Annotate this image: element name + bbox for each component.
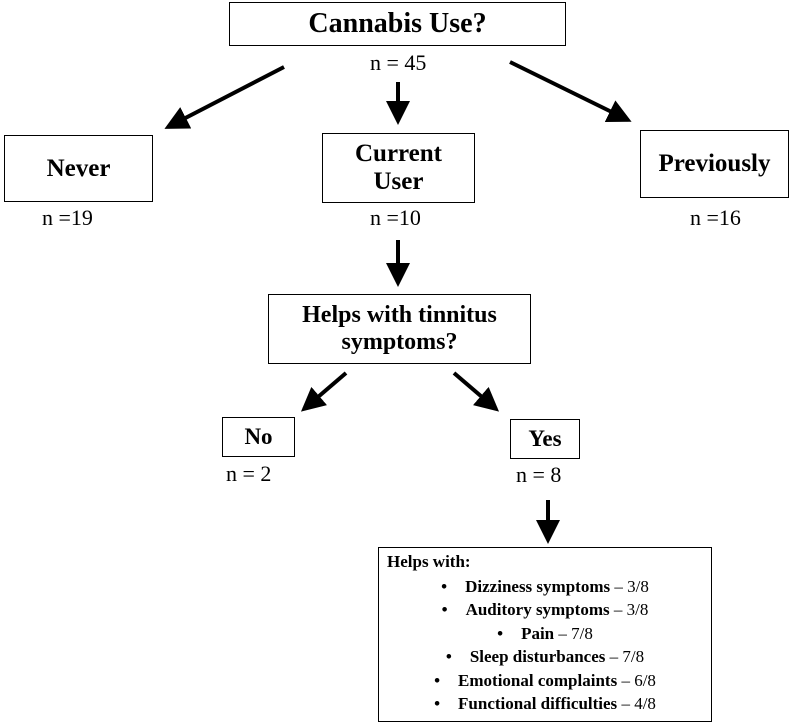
node-helps-with-tinnitus-label: Helps with tinnitus symptoms? bbox=[302, 302, 497, 355]
arrow-helps-to-no bbox=[300, 371, 348, 412]
item-label: Auditory symptoms bbox=[465, 600, 610, 620]
arrow-root-to-never bbox=[164, 65, 285, 129]
item-value: – 3/8 bbox=[609, 600, 649, 620]
list-item: • Sleep disturbances – 7/8 bbox=[387, 645, 703, 668]
node-no: No bbox=[222, 417, 295, 457]
node-cannabis-use-label: Cannabis Use? bbox=[308, 8, 487, 40]
node-current-user-label: Current User bbox=[354, 140, 443, 195]
item-value: – 4/8 bbox=[617, 693, 656, 713]
node-current-user: Current User bbox=[322, 133, 475, 203]
arrow-helps-to-yes bbox=[452, 371, 500, 412]
item-label: Sleep disturbances bbox=[469, 647, 606, 667]
list-item: • Functional difficulties – 4/8 bbox=[387, 692, 703, 715]
helps-with-details: Helps with: • Dizziness symptoms – 3/8 • A… bbox=[378, 547, 712, 722]
item-value: – 7/8 bbox=[554, 623, 593, 643]
bullet-icon: • bbox=[434, 693, 441, 713]
node-previously: Previously bbox=[640, 130, 789, 198]
count-yes: n = 8 bbox=[516, 462, 562, 487]
bullet-icon: • bbox=[497, 623, 504, 643]
bullet-icon: • bbox=[441, 577, 448, 596]
item-label: Dizziness symptoms bbox=[465, 577, 611, 596]
list-item: • Auditory symptoms – 3/8 bbox=[387, 598, 703, 621]
bullet-icon: • bbox=[445, 647, 452, 667]
node-yes: Yes bbox=[510, 419, 580, 459]
count-cannabis-use: n = 45 bbox=[370, 50, 427, 75]
node-no-label: No bbox=[244, 424, 273, 450]
node-previously-label: Previously bbox=[658, 150, 771, 177]
bullet-icon: • bbox=[441, 600, 448, 620]
count-previously: n =16 bbox=[690, 205, 741, 230]
list-item: • Dizziness symptoms – 3/8 bbox=[387, 575, 703, 598]
helps-with-list: • Dizziness symptoms – 3/8 • Auditory symp… bbox=[387, 575, 703, 715]
node-helps-with-tinnitus: Helps with tinnitus symptoms? bbox=[268, 294, 531, 364]
count-current-user: n =10 bbox=[370, 205, 421, 230]
node-yes-label: Yes bbox=[528, 426, 562, 452]
node-never: Never bbox=[4, 135, 153, 202]
item-label: Emotional complaints bbox=[458, 670, 618, 690]
count-no: n = 2 bbox=[226, 461, 272, 486]
item-value: – 7/8 bbox=[605, 647, 645, 667]
item-value: – 6/8 bbox=[617, 670, 656, 690]
helps-with-title: Helps with: bbox=[387, 552, 471, 571]
list-item: • Pain – 7/8 bbox=[387, 622, 703, 645]
node-never-label: Never bbox=[46, 154, 111, 182]
node-cannabis-use: Cannabis Use? bbox=[229, 2, 566, 46]
item-label: Functional difficulties bbox=[458, 693, 618, 713]
bullet-icon: • bbox=[434, 670, 441, 690]
item-value: – 3/8 bbox=[610, 577, 649, 596]
count-never: n =19 bbox=[42, 205, 93, 230]
list-item: • Emotional complaints – 6/8 bbox=[387, 669, 703, 692]
arrow-root-to-previously bbox=[509, 60, 632, 122]
item-label: Pain bbox=[521, 623, 555, 643]
